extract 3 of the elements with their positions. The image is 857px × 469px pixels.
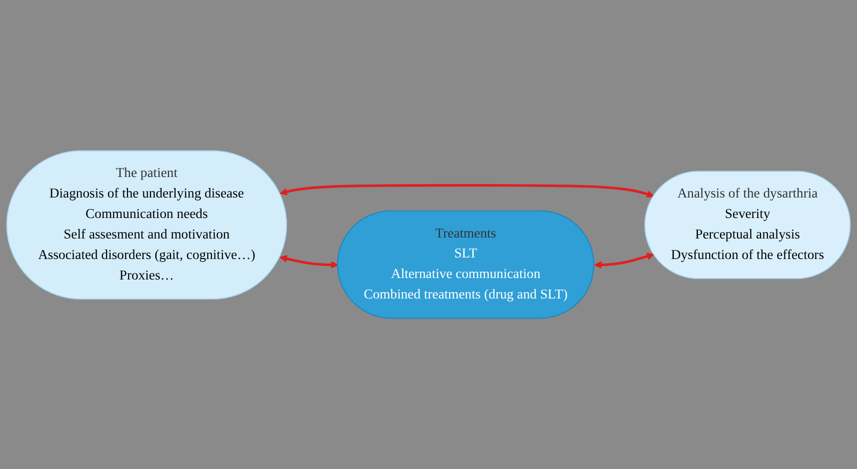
arrow (594, 252, 654, 269)
arrow (280, 184, 654, 198)
arrow (280, 255, 338, 269)
